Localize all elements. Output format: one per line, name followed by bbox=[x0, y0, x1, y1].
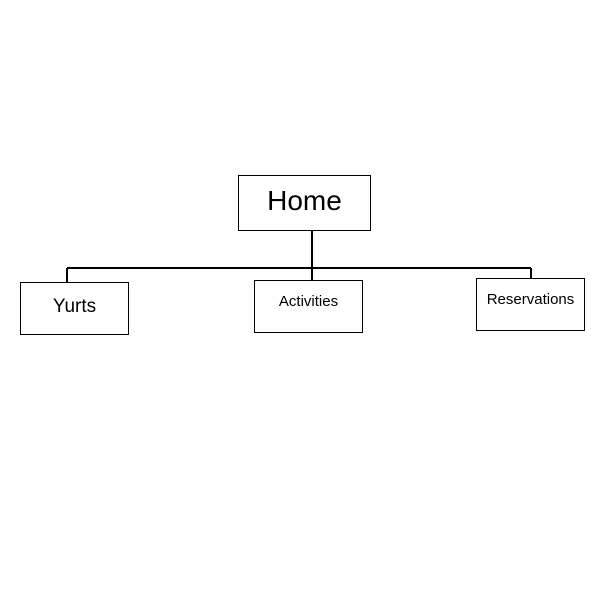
node-reservations-label: Reservations bbox=[486, 291, 575, 308]
node-home-label: Home bbox=[267, 185, 342, 216]
node-yurts-label: Yurts bbox=[52, 295, 97, 317]
node-reservations: Reservations bbox=[476, 278, 585, 331]
node-activities: Activities bbox=[254, 280, 363, 333]
node-yurts: Yurts bbox=[20, 282, 129, 335]
node-home: Home bbox=[238, 175, 371, 231]
node-activities-label: Activities bbox=[278, 293, 339, 310]
